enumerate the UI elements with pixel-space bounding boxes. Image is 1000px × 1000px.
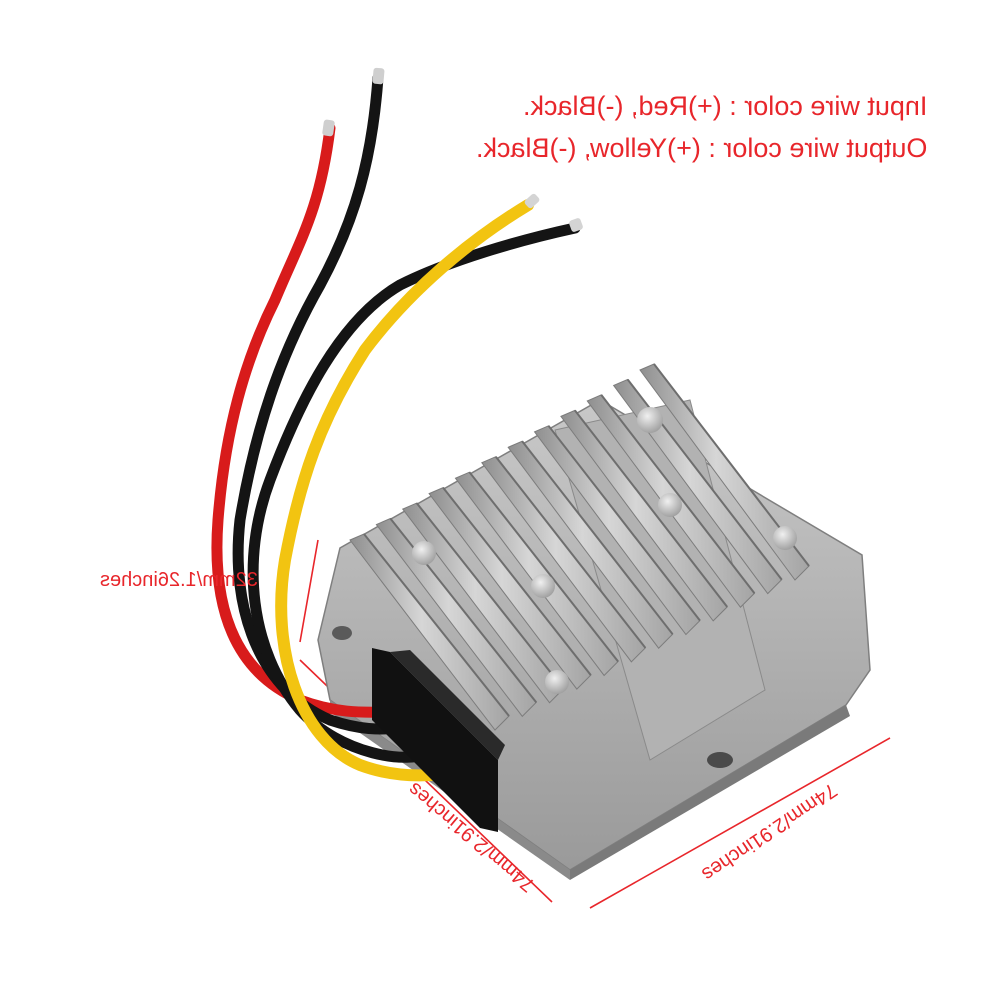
heatsink-fin-edge: [521, 440, 674, 635]
peg: [531, 574, 555, 598]
heatsink-fin-edge: [547, 425, 701, 622]
heatsink-fin-edge: [495, 456, 647, 649]
connector-side: [390, 650, 505, 760]
fin-pegs: [412, 407, 797, 694]
heatsink-fin-edge: [574, 409, 728, 608]
mounting-hole-right: [707, 752, 733, 768]
output-positive-wire: [275, 199, 534, 782]
housing-right-face: [570, 705, 850, 880]
heatsink-fin-edge: [442, 487, 592, 676]
wire-tip-black-output: [569, 218, 583, 232]
mounting-hole-left: [332, 626, 352, 640]
peg: [412, 541, 436, 565]
output-wire-color-label: Output wire color : (+)Yellow, (-)Black.: [475, 133, 927, 163]
heatsink-fin-edge: [468, 471, 619, 663]
wire-tip-yellow: [524, 193, 540, 209]
peg: [545, 670, 569, 694]
heatsink-fin-edge: [415, 502, 565, 690]
heatsink-fin-edge: [363, 533, 510, 717]
heatsink-fin-edge: [600, 394, 756, 594]
input-negative-wire: [232, 72, 406, 735]
wire-connector: [372, 648, 505, 832]
peg: [658, 493, 682, 517]
height-dimension-label: 32mm/1.26inches: [100, 569, 258, 591]
peg: [637, 407, 663, 433]
connector-grommet: [372, 648, 498, 832]
right-length-dimension-line: [589, 737, 891, 909]
peg: [773, 526, 797, 550]
input-wire-color-label: Input wire color : (+)Red, (-)Black.: [522, 91, 927, 121]
height-dimension-line: [299, 539, 319, 643]
heatsink-fins: [349, 363, 810, 731]
wire-tip-red: [322, 119, 335, 137]
wires: [211, 67, 583, 782]
wire-tip-black-input: [372, 67, 385, 85]
